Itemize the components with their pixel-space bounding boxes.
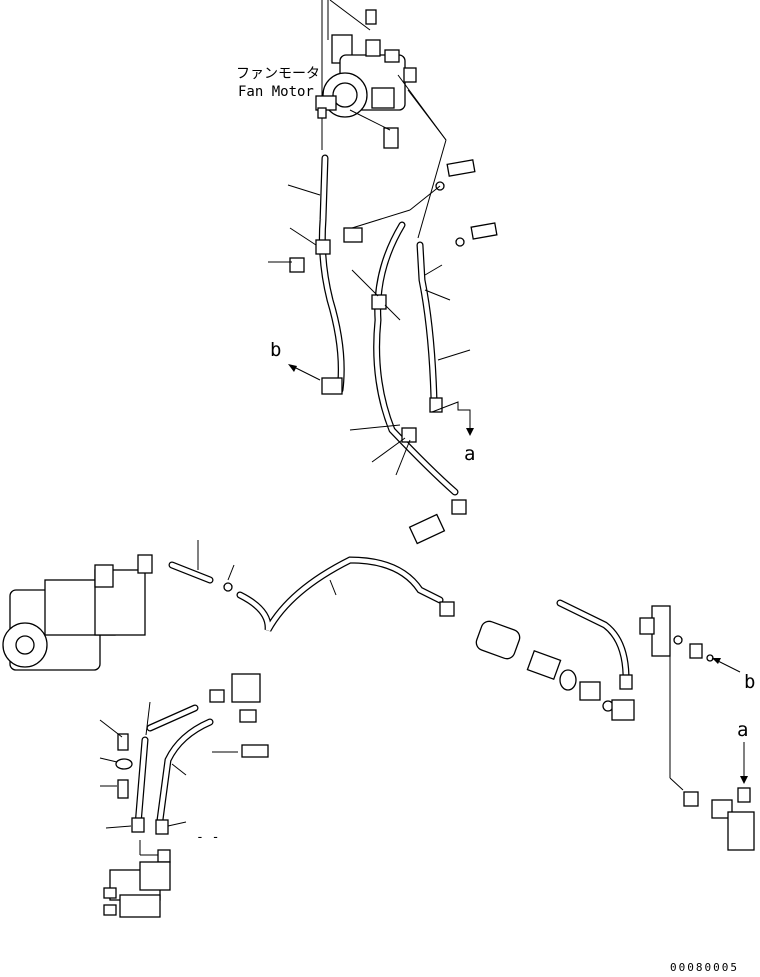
dash-mark: - - — [196, 830, 220, 845]
port-b-label-right: b — [744, 671, 756, 693]
port-a-label-upper: a — [464, 443, 476, 465]
fan-motor-label-jp: ファンモータ — [236, 66, 320, 82]
right-side-piping — [556, 599, 755, 851]
fan-motor-assembly — [315, 0, 447, 239]
port-b-label-upper: b — [270, 339, 282, 361]
fan-motor-label-en: Fan Motor — [238, 84, 314, 100]
pump-and-main-hose — [2, 540, 635, 721]
port-a-label-right: a — [737, 719, 749, 741]
lower-left-assembly — [99, 673, 269, 918]
upper-hoses — [268, 154, 498, 545]
drawing-number: 00080005 — [670, 961, 739, 974]
